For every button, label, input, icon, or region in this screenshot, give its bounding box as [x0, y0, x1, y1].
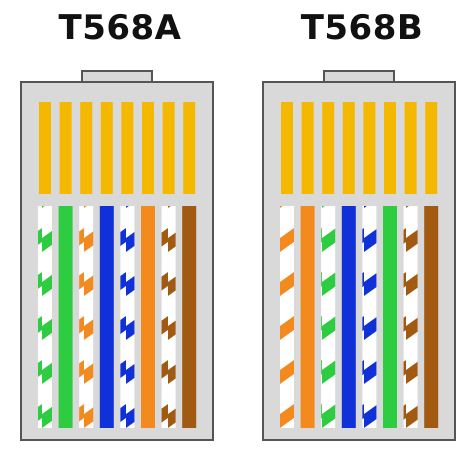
striped-wire-5: [120, 206, 135, 428]
solid-wire-6: [141, 206, 155, 428]
connector-body: [262, 81, 456, 441]
striped-wire-1: [38, 206, 52, 428]
striped-wire-3: [321, 206, 336, 428]
pin-8: [183, 102, 196, 194]
pin-5: [121, 102, 134, 194]
pin-2: [301, 102, 314, 194]
solid-wire-4: [99, 206, 114, 428]
striped-wire-3: [79, 206, 94, 428]
pin-8: [425, 102, 438, 194]
pin-6: [142, 102, 154, 194]
pin-7: [162, 102, 175, 194]
pin-1: [281, 102, 293, 194]
solid-wire-8: [424, 206, 439, 428]
connector-title-t568b: T568B: [300, 8, 424, 48]
pin-6: [384, 102, 396, 194]
striped-wire-7: [161, 206, 176, 428]
solid-wire-2: [300, 206, 315, 428]
pin-4: [342, 102, 355, 194]
striped-wire-1: [280, 206, 294, 428]
pin-7: [404, 102, 417, 194]
connector-title-t568a: T568A: [58, 8, 182, 48]
pin-2: [59, 102, 72, 194]
solid-wire-6: [383, 206, 397, 428]
pin-3: [80, 102, 93, 194]
solid-wire-2: [58, 206, 73, 428]
striped-wire-7: [403, 206, 418, 428]
pin-1: [39, 102, 51, 194]
connector-t568a: [20, 70, 214, 441]
connector-t568b: [262, 70, 456, 441]
connector-body: [20, 81, 214, 441]
pin-3: [322, 102, 335, 194]
striped-wire-5: [362, 206, 377, 428]
pin-5: [363, 102, 376, 194]
pin-4: [100, 102, 113, 194]
solid-wire-4: [341, 206, 356, 428]
solid-wire-8: [182, 206, 197, 428]
